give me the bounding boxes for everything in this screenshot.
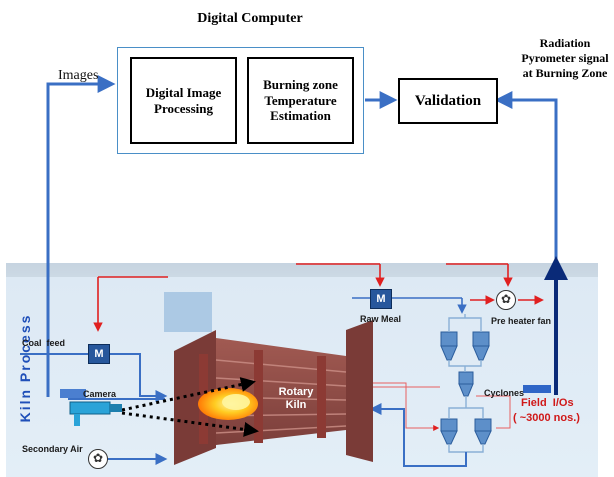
validation-label: Validation	[414, 92, 482, 109]
digital-image-processing-box: Digital Image Processing	[130, 57, 237, 144]
pyrometer-arrow	[494, 91, 558, 263]
field-ios-label: Field I/Os	[521, 397, 574, 409]
raw-meal-label: Raw Meal	[360, 314, 402, 324]
preheater-fan-label: Pre heater fan	[491, 316, 552, 326]
pyrometer-label: Radiation Pyrometer signal at Burning Zo…	[521, 36, 609, 80]
field-count-label: ( ~3000 nos.)	[513, 412, 580, 424]
rotary-kiln-label: Rotary Kiln	[278, 386, 314, 411]
images-arrow	[46, 75, 116, 397]
coal-feed-label: Coal feed	[22, 338, 66, 348]
digital-image-processing-label: Digital Image Processing	[145, 84, 222, 116]
validation-box: Validation	[398, 78, 498, 124]
burning-zone-estimation-label: Burning zone Temperature Estimation	[263, 77, 338, 124]
coal-feed-motor: M	[88, 344, 110, 364]
camera-label: Camera	[83, 389, 117, 399]
secondary-air-label: Secondary Air	[22, 444, 83, 454]
kiln-process-label: Kiln Process	[17, 313, 33, 423]
burning-zone-estimation-box: Burning zone Temperature Estimation	[247, 57, 354, 144]
camera-device	[60, 389, 122, 426]
cyclones-label: Cyclones	[484, 388, 525, 398]
preheater-fan-icon: ✿	[496, 290, 516, 310]
cyclones-lower	[440, 418, 492, 445]
raw-meal-motor: M	[370, 289, 392, 309]
images-label: Images	[58, 68, 99, 83]
digital-computer-title: Digital Computer	[197, 11, 303, 26]
secondary-air-fan-icon: ✿	[88, 449, 108, 469]
